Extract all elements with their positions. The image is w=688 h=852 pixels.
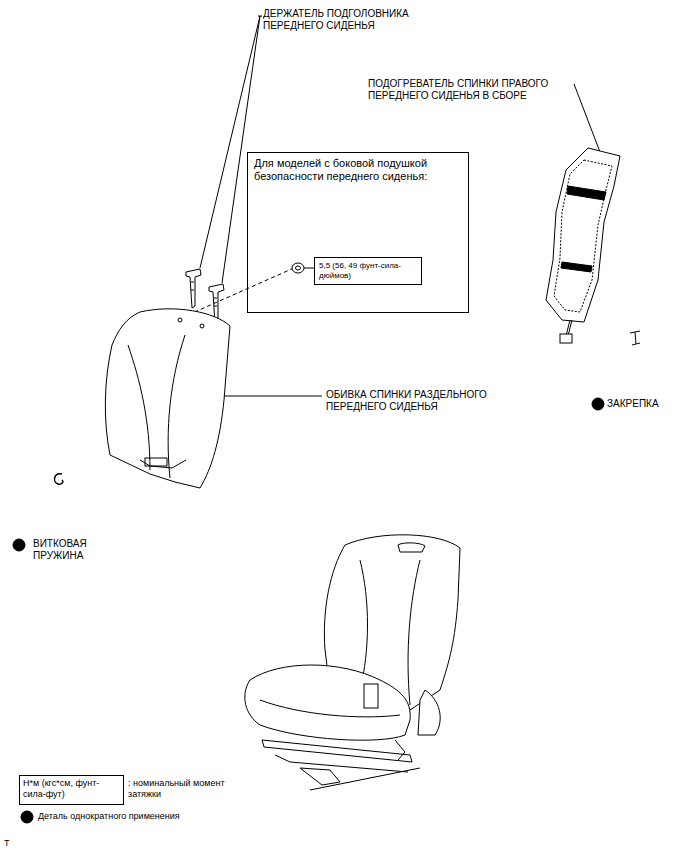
one-time-mark <box>13 539 25 551</box>
legend-swatch <box>21 811 33 823</box>
one-time-mark <box>21 811 33 823</box>
part-name: ПОДОГРЕВАТЕЛЬ СПИНКИ ПРАВОГО ПЕРЕДНЕГО С… <box>368 78 553 102</box>
leader-line <box>200 16 600 396</box>
box-text: Н*м (кгс*см, фунт-сила-фут) <box>23 778 120 800</box>
part-name: ОБИВКА СПИНКИ РАЗДЕЛЬНОГО ПЕРЕДНЕГО СИДЕ… <box>326 389 516 413</box>
coil-spring <box>55 474 63 484</box>
one-time-mark <box>592 398 604 410</box>
box-text: 5,5 (56, 49 фунт-сила-дюймов) <box>319 261 417 280</box>
legend-torque-box: Н*м (кгс*см, фунт-сила-фут) <box>19 775 124 805</box>
screw <box>292 263 316 273</box>
figure-code: T <box>4 838 24 849</box>
part-name: ВИТКОВАЯ ПРУЖИНА <box>33 538 118 562</box>
part-name: ДЕРЖАТЕЛЬ ПОДГОЛОВНИКА ПЕРЕДНЕГО СИДЕНЬЯ <box>263 8 413 32</box>
note-frame: Для моделей с боковой подушкой безопасно… <box>247 152 469 313</box>
seat-heater <box>546 148 620 343</box>
box-text: Для моделей с боковой подушкой безопасно… <box>254 157 462 183</box>
part-name: ЗАКРЕПКА <box>607 398 687 410</box>
clip-symbol <box>630 331 640 345</box>
torque-box: 5,5 (56, 49 фунт-сила-дюймов) <box>314 257 422 285</box>
legend-text: Деталь однократного применения <box>38 811 278 822</box>
legend-text: : номинальный момент затяжки <box>128 778 228 800</box>
seat-assembly <box>245 535 460 790</box>
seatback-cover <box>105 309 230 488</box>
